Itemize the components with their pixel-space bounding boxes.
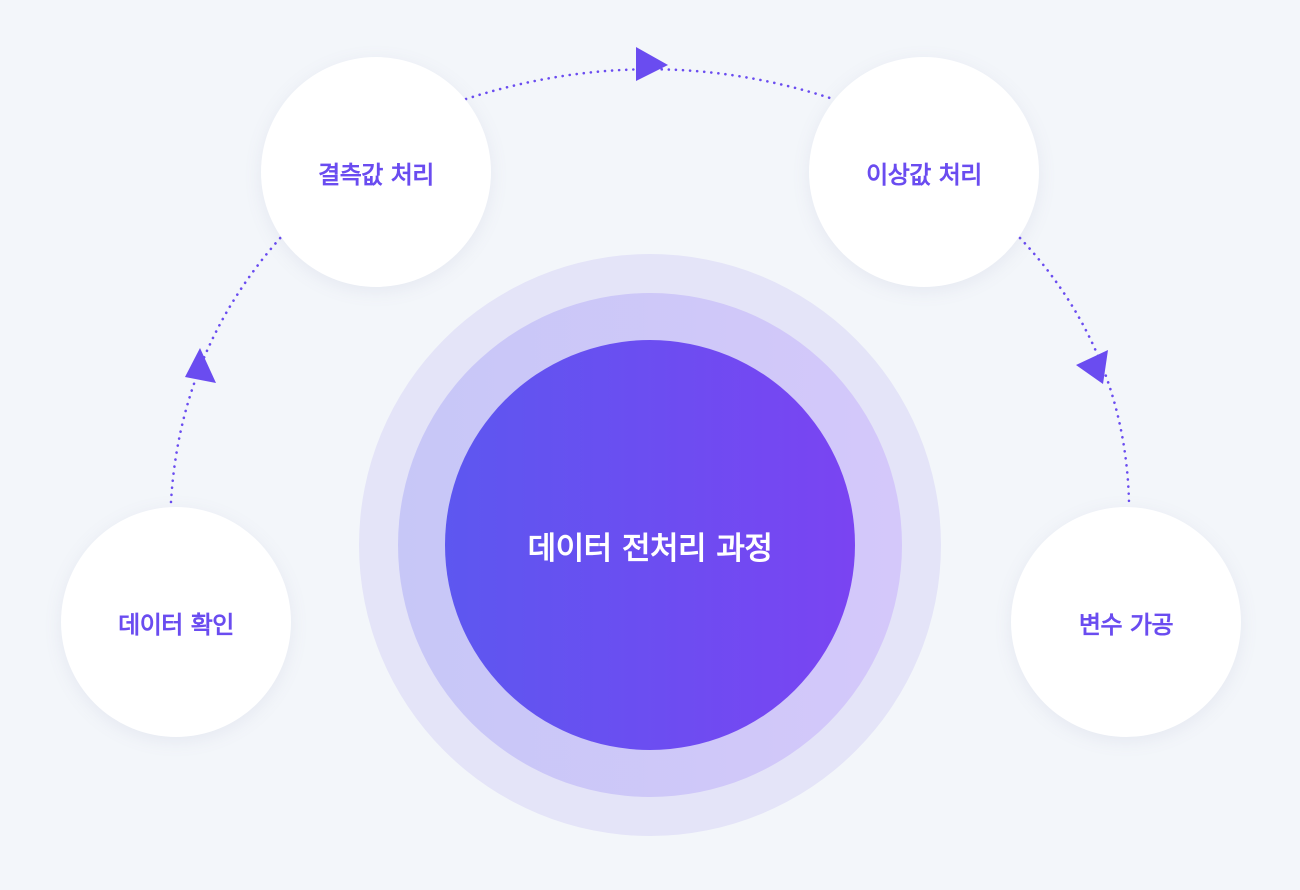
connector-data-check-to-missing (169, 234, 284, 504)
step-node-data-check: 데이터 확인 (61, 507, 291, 737)
step-label: 데이터 확인 (118, 610, 234, 639)
step-label: 결측값 처리 (318, 160, 434, 189)
arrow-down-icon (1076, 350, 1108, 384)
step-label: 변수 가공 (1078, 610, 1174, 639)
step-label: 이상값 처리 (866, 160, 982, 189)
center-core-circle: 데이터 전처리 과정 (445, 340, 855, 750)
connector-missing-to-outlier (464, 67, 832, 101)
arrow-right-icon (636, 47, 668, 81)
step-node-missing-values: 결측값 처리 (261, 57, 491, 287)
connector-outlier-to-variable (1018, 236, 1131, 504)
arrow-up-icon (185, 348, 216, 383)
center-title: 데이터 전처리 과정 (527, 530, 773, 567)
step-node-variable-processing: 변수 가공 (1011, 507, 1241, 737)
step-node-outliers: 이상값 처리 (809, 57, 1039, 287)
